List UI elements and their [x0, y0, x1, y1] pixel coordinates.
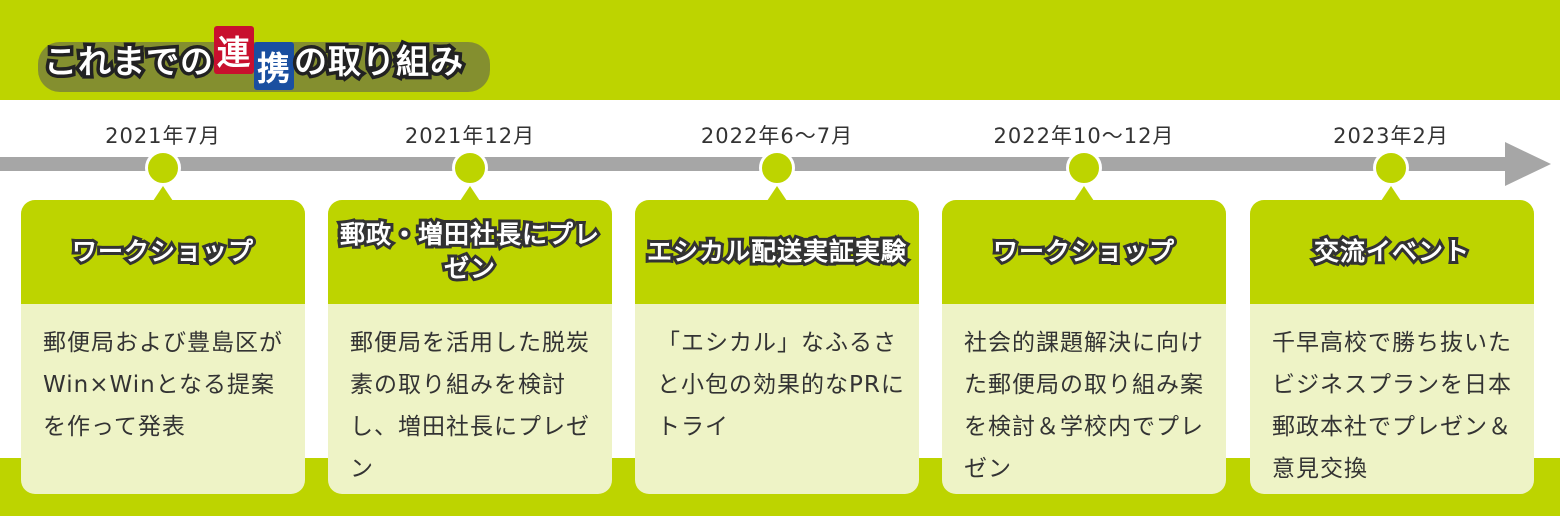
milestone-description: 郵便局および豊島区がWin×Winとなる提案を作って発表	[43, 330, 283, 440]
milestone-description: 「エシカル」なふるさと小包の効果的なPRにトライ	[657, 330, 905, 440]
milestone-card: ワークショップ 郵便局および豊島区がWin×Winとなる提案を作って発表	[21, 200, 305, 494]
milestone-description: 千早高校で勝ち抜いたビジネスプランを日本郵政本社でプレゼン＆意見交換	[1272, 330, 1512, 482]
milestone-description: 社会的課題解決に向けた郵便局の取り組み案を検討＆学校内でプレゼン	[964, 330, 1204, 482]
milestone-date: 2023年2月	[1333, 124, 1449, 148]
milestone-dot	[145, 150, 181, 186]
milestone-date: 2021年7月	[105, 124, 221, 148]
milestone-date: 2021年12月	[404, 124, 536, 148]
timeline-axis	[0, 157, 1515, 171]
title-part1: これまでの	[41, 39, 217, 85]
milestone-dot	[1373, 150, 1409, 186]
card-notch	[767, 186, 787, 201]
milestone-heading: ワークショップ	[942, 200, 1226, 304]
milestone-heading: 郵政・増田社長にプレゼン	[328, 200, 612, 304]
milestone-description: 郵便局を活用した脱炭素の取り組みを検討し、増田社長にプレゼン	[350, 330, 590, 482]
milestone-heading: 交流イベント	[1250, 200, 1534, 304]
card-notch	[153, 186, 173, 201]
card-notch	[460, 186, 480, 201]
card-notch	[1381, 186, 1401, 201]
timeline-arrow-icon	[1505, 142, 1551, 186]
title-highlight-blue: 携	[254, 42, 294, 90]
milestone-heading: ワークショップ	[21, 200, 305, 304]
milestone-date: 2022年6〜7月	[700, 124, 854, 148]
milestone-dot	[1066, 150, 1102, 186]
title-highlight-red: 連	[214, 26, 254, 74]
page-title: これまでの 連 携 の取り組み	[38, 26, 490, 92]
milestone-dot	[759, 150, 795, 186]
milestone-card: エシカル配送実証実験 「エシカル」なふるさと小包の効果的なPRにトライ	[635, 200, 919, 494]
milestone-dot	[452, 150, 488, 186]
milestone-card: 郵政・増田社長にプレゼン 郵便局を活用した脱炭素の取り組みを検討し、増田社長にプ…	[328, 200, 612, 494]
title-text: これまでの 連 携 の取り組み	[41, 26, 467, 90]
title-part2: の取り組み	[291, 39, 467, 85]
milestone-date: 2022年10〜12月	[993, 124, 1175, 148]
card-notch	[1074, 186, 1094, 201]
milestone-card: ワークショップ 社会的課題解決に向けた郵便局の取り組み案を検討＆学校内でプレゼン	[942, 200, 1226, 494]
milestone-card: 交流イベント 千早高校で勝ち抜いたビジネスプランを日本郵政本社でプレゼン＆意見交…	[1250, 200, 1534, 494]
milestone-heading: エシカル配送実証実験	[635, 200, 919, 304]
